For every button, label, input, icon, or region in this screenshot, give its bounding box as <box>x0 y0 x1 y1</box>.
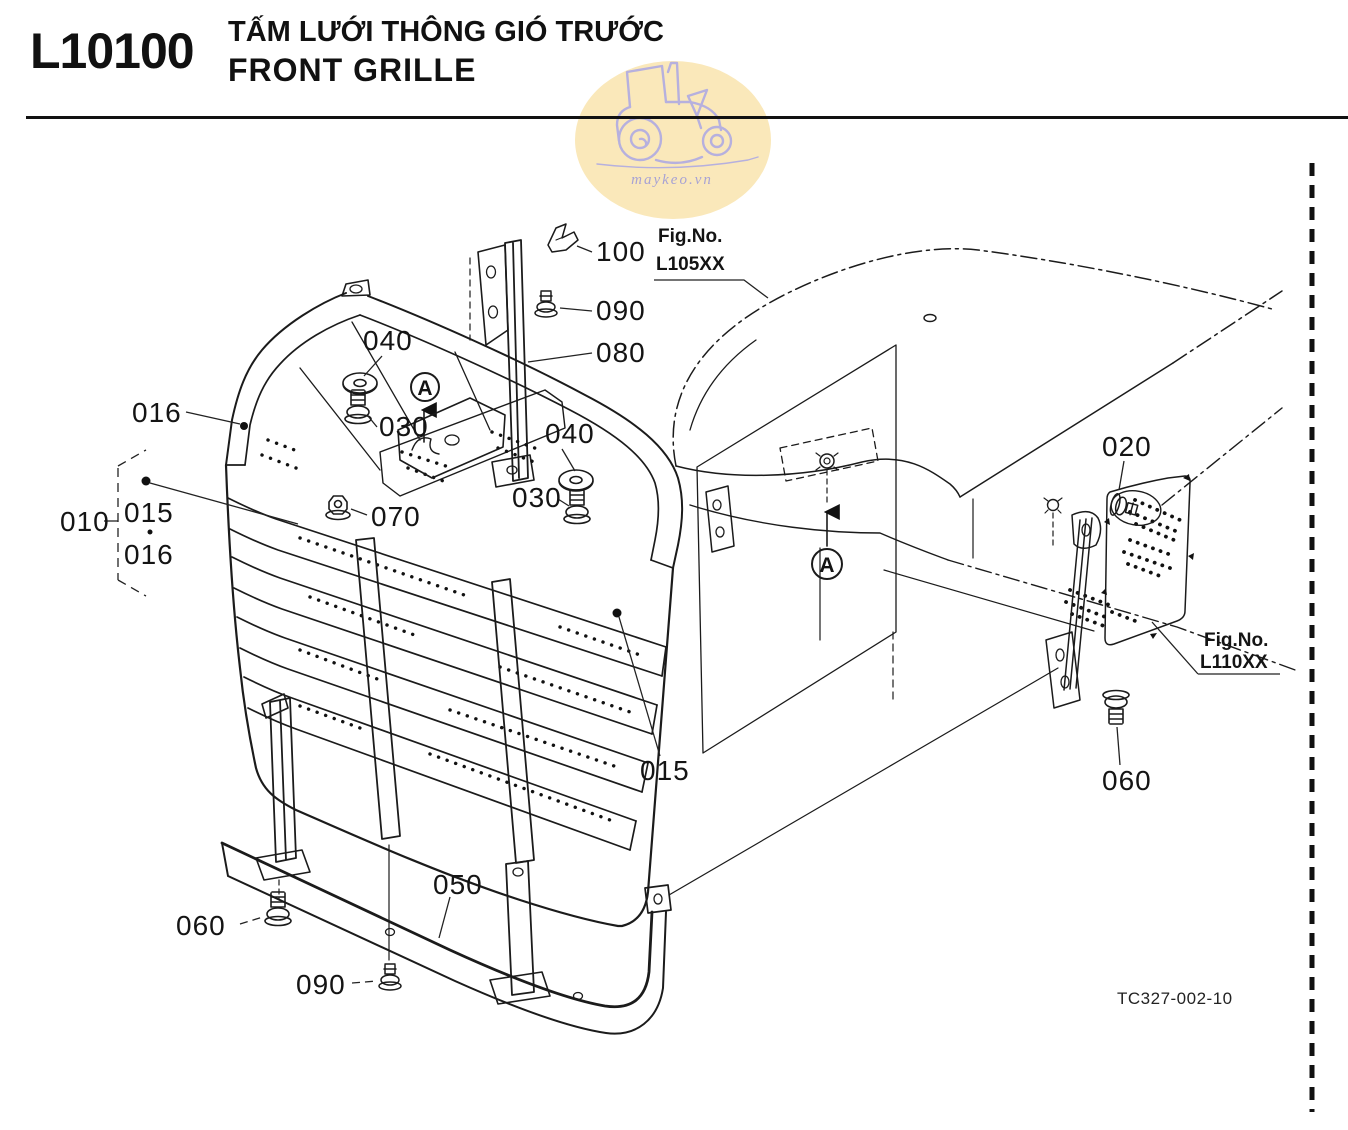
fig-ref-hood-label: Fig.No. <box>658 226 722 247</box>
side-panel-drawing <box>1045 474 1194 725</box>
fig-ref-hood-code: L105XX <box>656 254 725 275</box>
clip-nut-icon <box>1043 497 1063 546</box>
callout-070: 070 <box>371 501 421 532</box>
callout-060-bottom: 060 <box>176 910 226 941</box>
callout-020: 020 <box>1102 431 1152 462</box>
callout-030-mid: 030 <box>512 482 562 513</box>
callout-040-left: 040 <box>363 325 413 356</box>
page-title-english: FRONT GRILLE <box>228 52 477 88</box>
bolt-060-right-icon <box>1102 689 1130 725</box>
callout-080: 080 <box>596 337 646 368</box>
washer-icon-left <box>342 372 378 395</box>
washer-icon-mid <box>558 469 594 492</box>
callout-050: 050 <box>433 869 483 900</box>
bolt-icon-left <box>344 389 372 425</box>
svg-text:A: A <box>417 377 432 400</box>
detail-marker-a-right: A <box>811 469 843 580</box>
section-code: L10100 <box>30 23 195 79</box>
callout-010: 010 <box>60 506 110 537</box>
fig-ref-panel-code: L110XX <box>1200 652 1268 673</box>
fig-ref-panel-label: Fig.No. <box>1204 630 1268 651</box>
stay-drawing <box>469 223 579 488</box>
nut-icon-070 <box>325 495 351 521</box>
screen-plane <box>696 344 897 754</box>
panel-tick-arrows <box>1101 474 1194 639</box>
leader-lines <box>104 245 1280 984</box>
latch-plate-dashed <box>779 427 879 482</box>
callout-040-mid: 040 <box>545 418 595 449</box>
callout-090-bottom: 090 <box>296 969 346 1000</box>
watermark-circle <box>575 61 771 219</box>
callout-015-group: 015 <box>124 497 174 528</box>
nut-icon <box>815 452 839 471</box>
header-divider <box>26 116 1348 119</box>
hood-hole <box>923 313 937 323</box>
detail-marker-a-left: A <box>410 372 440 455</box>
connector-line <box>668 667 1059 896</box>
callout-030-left: 030 <box>379 411 429 442</box>
callout-060-right: 060 <box>1102 765 1152 796</box>
svg-text:A: A <box>819 554 834 577</box>
hood-outline-drawing <box>672 248 1299 754</box>
drawing-number: TC327-002-10 <box>1117 989 1233 1008</box>
callout-090-top: 090 <box>596 295 646 326</box>
bottom-plate-drawing <box>220 667 1059 1035</box>
callout-100: 100 <box>596 236 646 267</box>
watermark-text: maykeo.vn <box>631 172 713 188</box>
page-title-vietnamese: TẤM LƯỚI THÔNG GIÓ TRƯỚC <box>228 16 664 48</box>
callout-015-grille: 015 <box>640 755 690 786</box>
tractor-icon <box>596 61 759 169</box>
callout-016-frame: 016 <box>132 397 182 428</box>
front-grille-drawing <box>224 279 684 961</box>
callout-016-group: 016 <box>124 539 174 570</box>
bolt-icon-bottom-left <box>264 891 292 927</box>
screw-icon <box>534 290 558 318</box>
bolt-020-icon <box>1107 492 1141 522</box>
grille-slats <box>227 497 667 851</box>
screw-icon-bottom <box>378 963 402 991</box>
bolt-icon-mid <box>563 489 591 525</box>
clip-icon <box>547 223 579 253</box>
